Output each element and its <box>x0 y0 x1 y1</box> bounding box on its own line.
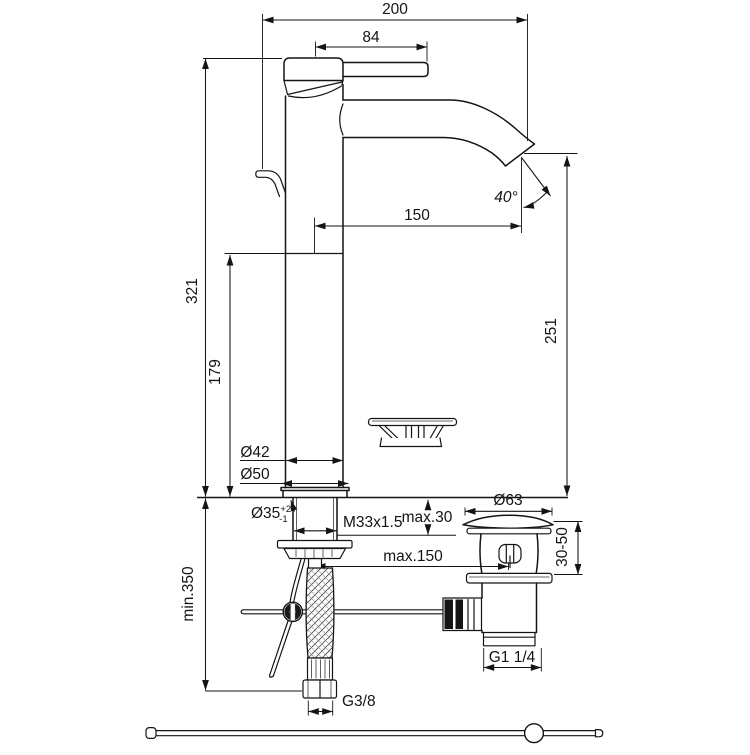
rod-left-knob <box>145 726 157 739</box>
label-150: 150 <box>404 207 430 224</box>
handle-cap <box>283 57 344 82</box>
label-3050: 30-50 <box>554 527 571 567</box>
label-max30: max.30 <box>402 509 453 526</box>
label-d42: Ø42 <box>240 444 269 461</box>
bracket-part <box>367 417 458 448</box>
drain-assembly <box>442 514 554 647</box>
diagonal-pull-rod <box>268 620 293 678</box>
dimension-labels: 200 84 150 40° 321 179 251 min.350 30-50… <box>180 1 571 710</box>
handle-skirt <box>283 79 344 99</box>
angle-arc-40 <box>523 192 547 209</box>
body-column <box>284 83 344 489</box>
boss-ribs <box>467 598 475 631</box>
label-max150: max.150 <box>383 548 443 565</box>
ferrule-ribs <box>311 659 330 679</box>
spout <box>342 99 536 167</box>
rod-ball <box>523 723 545 744</box>
rod-ball-joint <box>282 601 304 623</box>
label-g114: G1 1/4 <box>489 649 536 666</box>
mounting-nut <box>283 547 347 560</box>
bracket-plate <box>367 417 458 427</box>
label-d35: Ø35+2-1 <box>251 504 291 525</box>
pop-up-linkage <box>240 556 444 678</box>
label-d35-tol-minus: -1 <box>279 514 287 525</box>
flex-hose <box>302 557 338 699</box>
mounting-nut-ribs <box>295 549 333 558</box>
braided-hose <box>305 567 335 659</box>
ball-slot <box>290 604 296 620</box>
angle-ray-40 <box>521 157 551 197</box>
rod-shaft <box>155 730 597 737</box>
label-min350: min.350 <box>180 566 197 622</box>
lever-arm <box>342 61 429 78</box>
label-d35-tol-plus: +2 <box>280 504 291 515</box>
boss-seal-band-2 <box>455 599 463 629</box>
waste-body <box>481 582 538 634</box>
waste-tailpiece <box>481 631 538 647</box>
side-lever-hook <box>255 170 287 198</box>
horseshoe-washer <box>276 539 353 549</box>
dimension-lines <box>202 14 583 716</box>
label-d35-value: Ø35 <box>251 505 280 522</box>
bracket-base <box>379 437 443 448</box>
bracket-struts <box>378 424 445 441</box>
pull-rod-part <box>145 723 604 744</box>
rod-right-tip <box>594 729 604 738</box>
faucet <box>197 57 568 560</box>
label-m33: M33x1.5 <box>343 514 402 531</box>
waste-neck <box>479 533 539 575</box>
boss-seal-band-1 <box>444 599 453 629</box>
label-40deg: 40° <box>494 189 517 206</box>
label-179: 179 <box>207 359 224 385</box>
ball-slot-edges <box>289 604 296 620</box>
spout-fillet <box>339 103 344 136</box>
shank-thread-lines <box>296 498 334 540</box>
hose-nut-flats <box>307 680 332 698</box>
label-g38: G3/8 <box>342 693 376 710</box>
mounting-shank <box>292 497 338 541</box>
waste-cap-dome <box>462 514 554 529</box>
horizontal-pull-rod <box>240 609 444 615</box>
waste-flange <box>465 572 553 584</box>
label-321: 321 <box>184 278 201 304</box>
label-d63: Ø63 <box>493 492 522 509</box>
label-84: 84 <box>362 29 380 46</box>
label-251: 251 <box>543 318 560 344</box>
label-d50: Ø50 <box>240 466 270 483</box>
vertical-pull-rod <box>289 556 306 604</box>
hose-top-fitting <box>307 557 323 570</box>
waste-cap-rim <box>466 527 552 535</box>
base-ring <box>280 486 350 498</box>
waste-window-detail <box>505 544 515 569</box>
label-200: 200 <box>382 1 408 18</box>
